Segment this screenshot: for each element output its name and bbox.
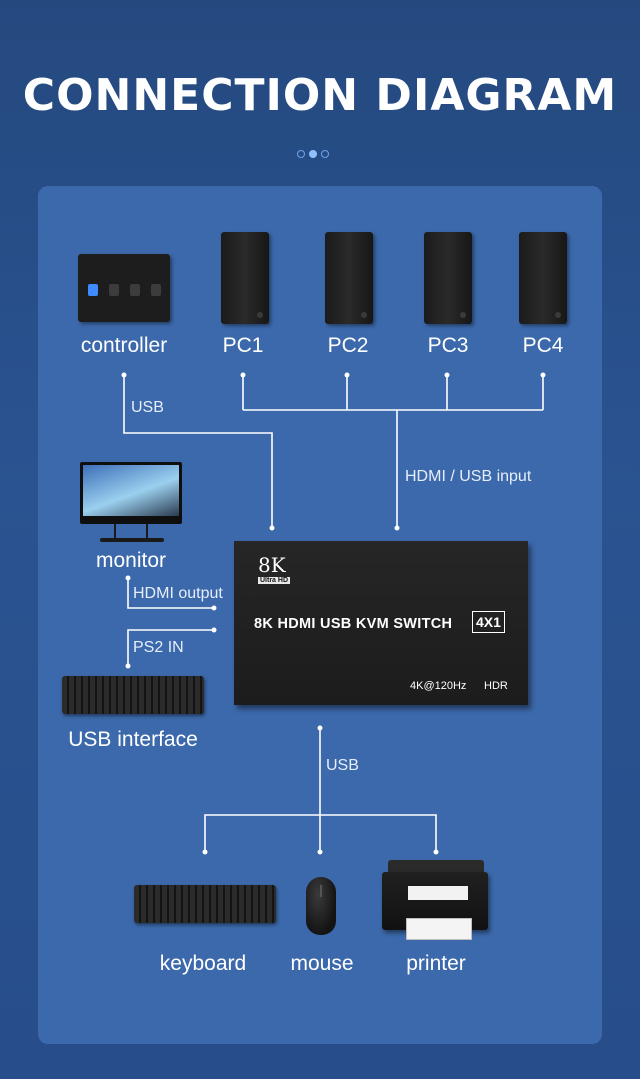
pc4-label: PC4 <box>522 334 564 357</box>
pc4-tower <box>519 232 567 324</box>
pagination-dot-3[interactable] <box>321 150 329 158</box>
pc2-label: PC2 <box>327 334 369 357</box>
switch-name: 8K HDMI USB KVM SWITCH <box>254 616 453 632</box>
controller-button-1 <box>88 284 98 296</box>
keyboard-label: keyboard <box>159 952 247 975</box>
pc2-tower <box>325 232 373 324</box>
switch-8k-logo: 8K <box>258 553 286 577</box>
usb-bottom-branch <box>204 814 437 852</box>
pagination-dot-1[interactable] <box>297 150 305 158</box>
ps2-in-line <box>127 629 214 666</box>
switch-ultra-hd: Ultra HD <box>258 577 291 584</box>
hdmi-output-label: HDMI output <box>133 585 223 602</box>
monitor-stand <box>114 524 148 540</box>
mouse-label: mouse <box>290 952 354 975</box>
pc3-tower <box>424 232 472 324</box>
controller-label: controller <box>80 334 168 357</box>
controller-button-3 <box>130 284 140 296</box>
pagination-dots <box>297 150 329 158</box>
usb-interface-label: USB interface <box>68 728 198 751</box>
pc1-label: PC1 <box>222 334 264 357</box>
printer-label: printer <box>406 952 466 975</box>
switch-spec: 4K@120Hz <box>410 680 467 692</box>
keyboard-device <box>134 885 276 923</box>
switch-ports-badge: 4X1 <box>472 611 505 633</box>
monitor-device <box>80 462 182 524</box>
controller-button-2 <box>109 284 119 296</box>
controller-device <box>78 254 170 322</box>
pagination-dot-2[interactable] <box>309 150 317 158</box>
monitor-base <box>100 538 164 542</box>
controller-usb-line <box>123 375 273 528</box>
controller-button-4 <box>151 284 161 296</box>
hdmi-output-line <box>127 578 214 609</box>
printer-output-tray <box>406 918 472 940</box>
pc1-tower <box>221 232 269 324</box>
printer-paper-tray <box>408 886 468 900</box>
pc3-label: PC3 <box>427 334 469 357</box>
usb-interface-keyboard <box>62 676 204 714</box>
page-title: CONNECTION DIAGRAM <box>22 70 618 121</box>
switch-hdr: HDR <box>484 680 508 692</box>
ps2-in-label: PS2 IN <box>133 639 184 656</box>
monitor-label: monitor <box>95 549 167 572</box>
kvm-switch-device: 8K Ultra HD 8K HDMI USB KVM SWITCH 4X1 4… <box>234 541 528 705</box>
controller-usb-label: USB <box>131 399 164 416</box>
usb-bottom-label: USB <box>326 757 359 774</box>
mouse-device <box>306 877 336 935</box>
hdmi-usb-input-label: HDMI / USB input <box>405 468 532 485</box>
